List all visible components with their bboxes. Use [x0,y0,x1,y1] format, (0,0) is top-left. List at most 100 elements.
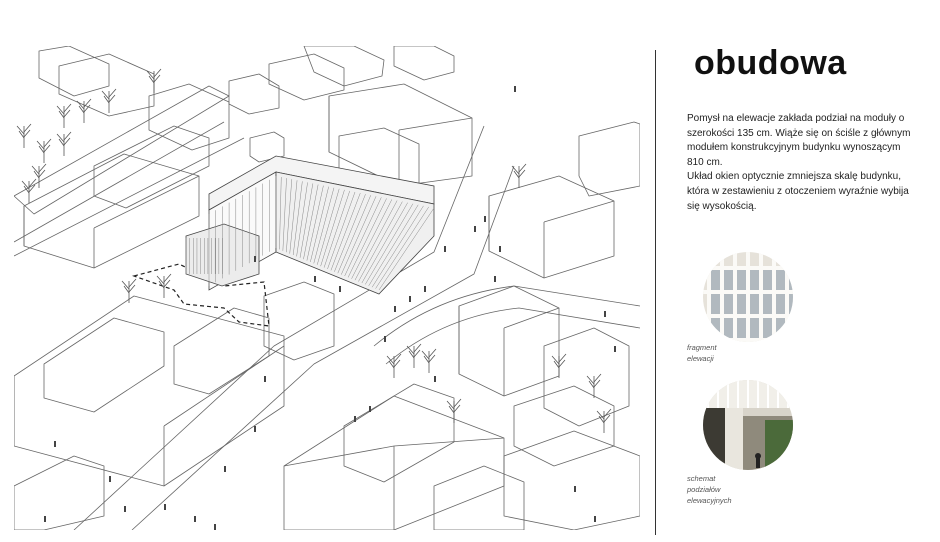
building-ul-5 [268,53,345,101]
facade-module-line [279,177,282,250]
block-c-1 [263,281,335,361]
page-title: obudowa [694,44,847,82]
building-ru-2 [578,121,640,197]
facade-module-line [354,200,398,281]
pedestrian [109,476,111,482]
pedestrian [604,311,606,317]
facade-module-line [316,188,340,265]
facade-module-line [378,207,435,291]
building-ul-6 [303,46,385,87]
caption-2-line-1: schemat [687,474,716,483]
building-lm-1 [23,153,200,269]
main-street-left [73,125,485,530]
pedestrian [254,256,256,262]
facade-module-line [320,189,345,267]
tree [511,163,527,188]
pedestrian [44,516,46,522]
pedestrian [444,246,446,252]
caption-2-line-3: elewacyjnych [687,496,732,505]
pedestrian [124,506,126,512]
street-curve [373,285,640,347]
facade-module-line [282,178,287,251]
block-ll-2 [43,317,165,413]
pedestrian [254,426,256,432]
tree [56,103,72,128]
facade-module-line [375,206,429,289]
pedestrian [264,376,266,382]
facade-module-line [310,186,329,263]
tree [31,163,47,188]
pedestrian [484,216,486,222]
tree [36,138,52,163]
pedestrian [194,516,196,522]
pedestrian [224,466,226,472]
facade-fragment-photo [703,252,793,342]
facade-module-line [303,184,319,260]
tree [421,348,437,373]
pedestrian [574,486,576,492]
block-rb-2 [433,465,525,530]
facade-module-line [361,202,408,284]
facade-module-line [330,192,361,271]
block-rb-1 [503,430,640,530]
building-lm-2 [93,125,210,209]
description-paragraph-2: Układ okien optycznie zmniejsza skalę bu… [687,171,909,212]
pedestrian [384,336,386,342]
pedestrian [434,376,436,382]
photo-caption-2: schemat podziałów elewacyjnych [687,473,732,506]
axonometric-site-plan [14,46,640,530]
facade-module-line [337,195,372,274]
facade-module-line [351,199,393,279]
tree [406,343,422,368]
street-left-edge [14,121,245,257]
description-text: Pomysł na elewacje zakłada podział na mo… [687,112,919,214]
pedestrian [474,226,476,232]
building-ul-1 [38,46,110,97]
facade-module-line [344,197,382,277]
caption-1-line-1: fragment [687,343,717,352]
facade-module-line [292,181,303,256]
pedestrian [54,441,56,447]
tree [16,123,32,148]
block-ll-1 [14,295,285,487]
block-ll-4 [14,455,105,530]
tree [121,278,137,303]
pedestrian [369,406,371,412]
building-ul-4 [228,73,280,115]
caption-2-line-2: podziałów [687,485,721,494]
building-ul-2 [58,53,155,117]
facade-module-line [358,201,403,282]
building-ru-1 [488,175,615,279]
pedestrian [164,504,166,510]
trees [16,68,612,433]
facade-module-line [286,179,293,253]
facade-module-line [365,203,414,285]
pedestrian [409,296,411,302]
pedestrian [214,524,216,530]
caption-1-line-2: elewacji [687,354,714,363]
facade-module-line [347,198,387,278]
tree [386,353,402,378]
facade-modules [185,176,435,291]
tree [101,88,117,113]
facade-module-line [306,185,324,261]
block-bc-2 [343,383,455,483]
block-rm-1-edge [458,306,560,396]
facade-module-line [299,183,314,258]
pedestrian [339,286,341,292]
pedestrian [494,276,496,282]
pedestrian [424,286,426,292]
photo-caption-1: fragment elewacji [687,342,717,364]
building-ul-3 [148,83,230,151]
vertical-divider [655,50,656,535]
tree [56,131,72,156]
building-lm-1-edge [23,175,200,268]
block-rm-2 [543,327,630,427]
facade-module-line [296,182,308,257]
facade-module-line [334,194,366,272]
tree [146,68,162,93]
building-tc-1-edge [328,96,473,186]
facade-module-line [313,187,335,264]
facade-module-line [327,191,356,270]
block-ll-3 [173,307,270,395]
